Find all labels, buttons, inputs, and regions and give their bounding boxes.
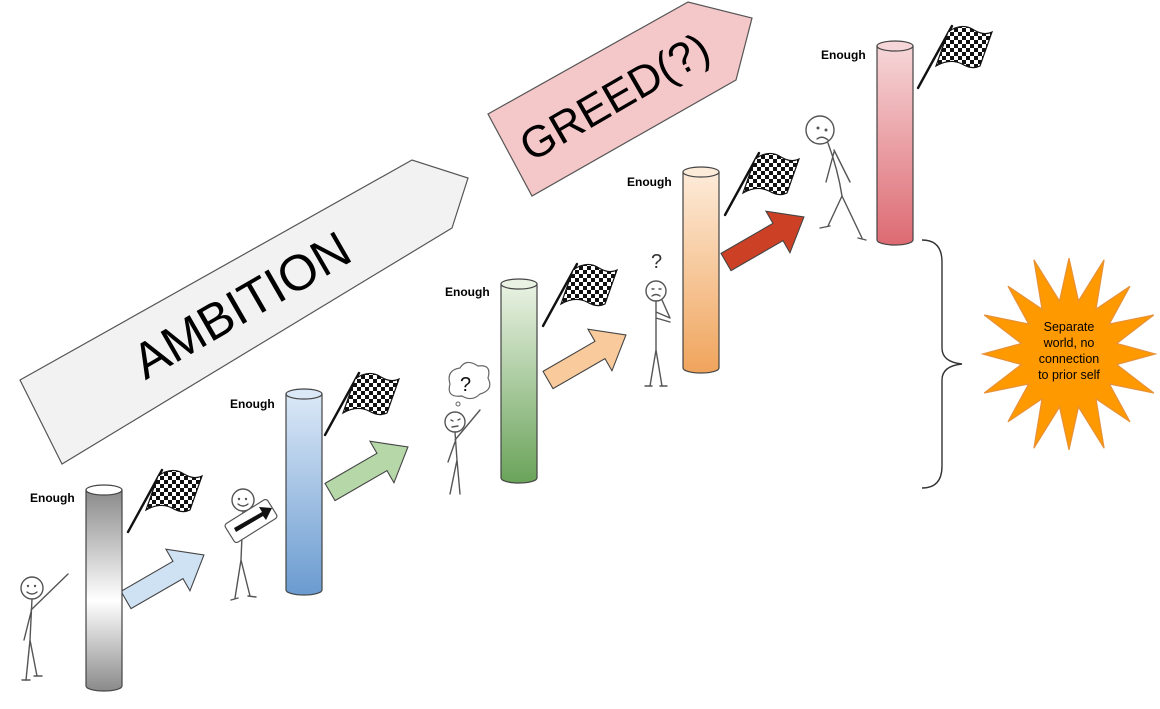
progress-arrows bbox=[120, 210, 805, 610]
stick-figures: ? ? bbox=[20, 115, 867, 681]
enough-label-4: Enough bbox=[627, 175, 672, 189]
starburst-line-2: world, no bbox=[1043, 336, 1095, 350]
stick-figure-icon bbox=[20, 573, 69, 681]
progress-arrow-3 bbox=[542, 328, 627, 390]
progress-arrow-4 bbox=[720, 210, 805, 272]
finish-flags bbox=[126, 24, 994, 534]
stick-figure-icon: ? bbox=[644, 251, 671, 387]
checkered-flag-icon bbox=[323, 371, 401, 437]
thought-question-mark: ? bbox=[460, 374, 471, 396]
enough-labels: Enough Enough Enough Enough Enough bbox=[30, 48, 866, 505]
starburst-line-4: to prior self bbox=[1038, 368, 1100, 382]
enough-cylinder-2 bbox=[285, 388, 323, 596]
stick-figure-icon bbox=[224, 488, 278, 601]
greed-banner: GREED(?) bbox=[487, 1, 753, 197]
enough-cylinder-1 bbox=[85, 484, 123, 692]
starburst-line-1: Separate bbox=[1044, 320, 1095, 334]
starburst-callout: Separate world, no connection to prior s… bbox=[980, 257, 1158, 451]
starburst-line-3: connection bbox=[1039, 352, 1100, 366]
question-mark: ? bbox=[651, 251, 662, 273]
checkered-flag-icon bbox=[916, 24, 994, 90]
enough-label-5: Enough bbox=[821, 48, 866, 62]
progress-arrow-2 bbox=[324, 440, 409, 502]
enough-cylinders bbox=[85, 40, 914, 692]
stick-figure-icon: ? bbox=[444, 361, 491, 495]
checkered-flag-icon bbox=[723, 151, 801, 217]
checkered-flag-icon bbox=[541, 262, 619, 328]
enough-cylinder-5 bbox=[876, 40, 914, 246]
ambition-banner: AMBITION bbox=[19, 159, 469, 465]
enough-cylinder-3 bbox=[500, 278, 538, 484]
enough-label-1: Enough bbox=[30, 491, 75, 505]
right-curly-brace bbox=[921, 239, 963, 489]
thought-cloud bbox=[448, 361, 491, 400]
stick-figure-icon bbox=[805, 115, 867, 241]
progress-arrow-1 bbox=[120, 548, 205, 610]
checkered-flag-icon bbox=[126, 468, 204, 534]
enough-label-2: Enough bbox=[230, 397, 275, 411]
enough-cylinder-4 bbox=[682, 166, 720, 374]
enough-label-3: Enough bbox=[445, 285, 490, 299]
